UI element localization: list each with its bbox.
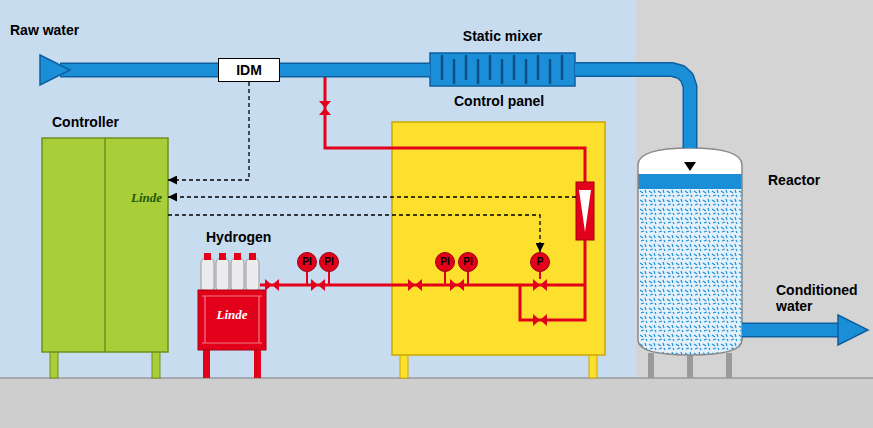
outlet-label: Conditioned water	[776, 282, 868, 314]
brand-logo: Linde	[108, 190, 162, 206]
node-label: Static mixer	[430, 28, 575, 44]
connector	[168, 197, 576, 198]
cabinet-leg	[50, 350, 58, 378]
water-pipe	[60, 64, 222, 76]
control-panel: PIPIPControl panel	[392, 122, 605, 355]
gas-cylinder	[231, 258, 244, 292]
reactor-vessel: Reactor	[638, 148, 742, 355]
node-label: IDM	[236, 62, 262, 78]
instrument-box: IDM	[218, 58, 280, 82]
mixer-elements	[442, 55, 562, 84]
mixer-body	[430, 53, 575, 86]
gas-cylinder	[201, 258, 214, 292]
node-label: PI	[463, 256, 472, 268]
cabinet-door-split	[104, 138, 106, 352]
reactor-vessel	[638, 148, 742, 355]
water-pipe	[742, 324, 842, 336]
cylinder-valve	[249, 253, 256, 260]
static-mixer: Static mixer	[430, 53, 575, 86]
gas-cylinder	[216, 258, 229, 292]
valve	[319, 101, 331, 115]
water-pipe	[280, 64, 430, 76]
reactor-bed	[636, 188, 744, 358]
panel-leg	[400, 353, 408, 378]
node-label: Controller	[52, 114, 119, 130]
flow-meter-float	[579, 190, 591, 232]
pressure-gauge: PI	[458, 252, 478, 272]
hydrogen-line	[260, 76, 585, 320]
water-level	[636, 174, 744, 189]
valve	[265, 279, 279, 291]
pipe-outline	[280, 63, 430, 78]
inlet-label: Raw water	[10, 22, 79, 38]
floor-line	[0, 377, 873, 379]
cabinet-leg	[152, 350, 160, 378]
pressure-gauge: PI	[297, 252, 317, 272]
bundle-frame	[198, 290, 266, 350]
floor	[0, 378, 873, 428]
reactor-leg	[726, 353, 732, 378]
reactor-leg	[648, 353, 654, 378]
signal-line	[168, 82, 249, 180]
valve	[311, 279, 325, 291]
node-label: PI	[302, 256, 311, 268]
gas-cylinder	[246, 258, 259, 292]
connector	[168, 215, 540, 252]
connector	[280, 70, 430, 71]
cylinder-valve	[234, 253, 241, 260]
controller-cabinet: ControllerLinde	[42, 138, 168, 352]
flow-meter	[576, 182, 594, 240]
inlet-arrow	[40, 55, 70, 85]
controller-cabinet	[42, 138, 168, 352]
water-pipe	[575, 70, 690, 149]
node-label: Reactor	[768, 172, 820, 188]
bundle-leg	[203, 348, 210, 378]
node-label: Control panel	[454, 93, 544, 109]
valve	[408, 279, 422, 291]
brand-logo: Linde	[198, 307, 266, 323]
connector	[575, 70, 690, 149]
signal-line	[168, 215, 540, 252]
hydrogen-bundle: HydrogenLinde	[198, 255, 266, 350]
pressure-controller: P	[530, 252, 550, 272]
pipe-outline	[60, 63, 222, 78]
indoor-ground	[0, 0, 636, 378]
pressure-gauge: PI	[435, 252, 455, 272]
node-label: Hydrogen	[206, 229, 271, 245]
outlet-arrow	[838, 315, 868, 345]
bundle-leg	[254, 348, 261, 378]
pipe-outline	[742, 323, 842, 338]
level-mark	[684, 162, 696, 171]
panel-leg	[589, 353, 597, 378]
reactor-leg	[687, 353, 693, 378]
pressure-gauge: PI	[319, 252, 339, 272]
connector	[168, 82, 249, 180]
node-label: PI	[324, 256, 333, 268]
cylinder-valve	[219, 253, 226, 260]
signal-line	[168, 196, 576, 197]
pipe-outline	[575, 70, 690, 149]
gauge-stem	[307, 272, 540, 285]
valve	[450, 279, 464, 291]
bypass-valve	[533, 314, 547, 326]
control-valve	[533, 279, 547, 291]
node-label: P	[537, 256, 544, 268]
node-label: PI	[440, 256, 449, 268]
cylinder-valve	[204, 253, 211, 260]
